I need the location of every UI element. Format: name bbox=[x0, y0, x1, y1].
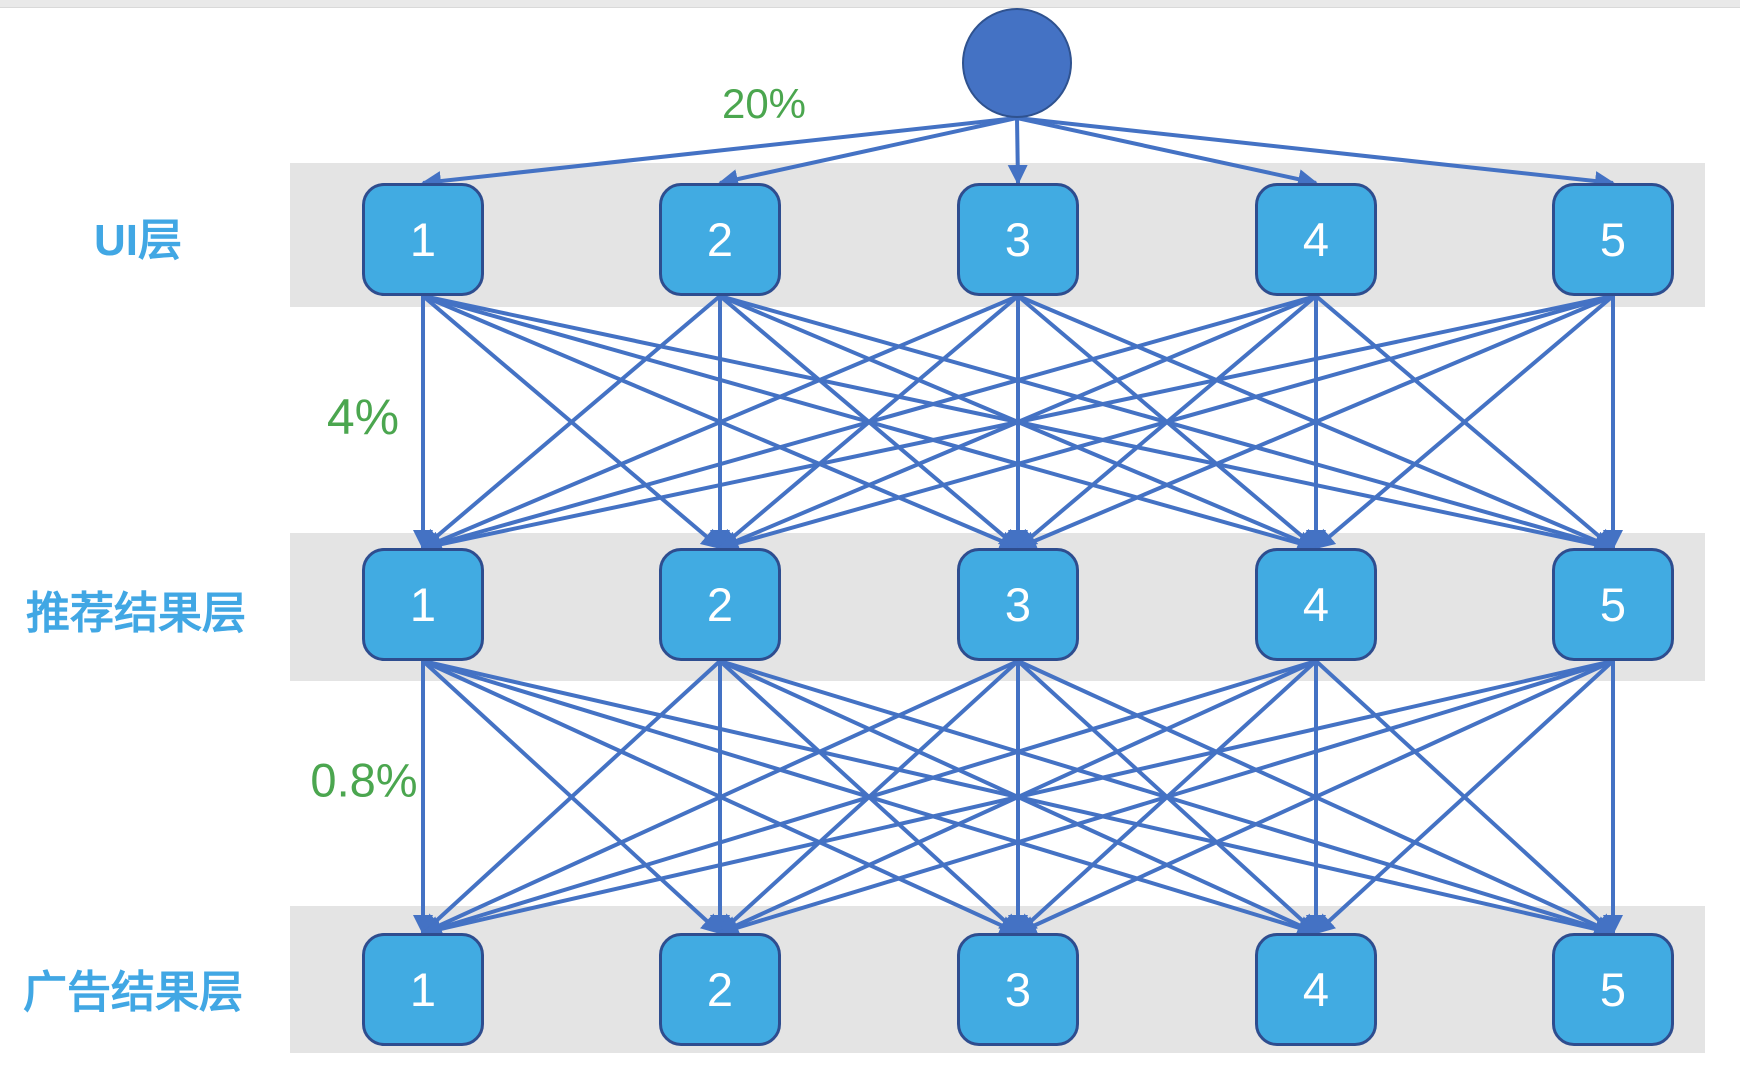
node-ads-1: 1 bbox=[362, 933, 484, 1046]
edge-root-to-ui-5 bbox=[1016, 116, 1615, 191]
edge-l0n5-to-l1n3 bbox=[1016, 294, 1614, 551]
edge-l1n3-to-l2n1 bbox=[421, 659, 1019, 935]
node-ui-1: 1 bbox=[362, 183, 484, 296]
node-ads-5: 5 bbox=[1552, 933, 1674, 1046]
edge-l1n5-to-l2n3 bbox=[1016, 659, 1614, 935]
layer-label-ui: UI层 bbox=[94, 216, 182, 265]
edge-l0n5-to-l1n2 bbox=[718, 294, 1614, 553]
rate-label-recommend-to-ads: 0.8% bbox=[310, 753, 418, 807]
rate-label-ui-to-recommend: 4% bbox=[326, 389, 400, 445]
node-recommend-4: 4 bbox=[1255, 548, 1377, 661]
edge-l0n2-to-l1n1 bbox=[421, 294, 722, 550]
node-recommend-2: 2 bbox=[659, 548, 781, 661]
node-ui-3: 3 bbox=[957, 183, 1079, 296]
node-ui-2: 2 bbox=[659, 183, 781, 296]
edge-l1n2-to-l2n1 bbox=[421, 659, 722, 935]
edge-l1n5-to-l2n1 bbox=[421, 659, 1614, 939]
layer-label-recommend: 推荐结果层 bbox=[26, 589, 246, 638]
layer-label-ads: 广告结果层 bbox=[23, 968, 243, 1017]
node-ads-4: 4 bbox=[1255, 933, 1377, 1046]
edge-l0n5-to-l1n4 bbox=[1314, 294, 1615, 550]
rate-label-root-to-ui: 20% bbox=[721, 80, 807, 127]
node-recommend-5: 5 bbox=[1552, 548, 1674, 661]
root-node bbox=[962, 8, 1072, 118]
node-recommend-3: 3 bbox=[957, 548, 1079, 661]
edge-l0n3-to-l1n1 bbox=[421, 294, 1019, 551]
top-scrollbar-track bbox=[0, 0, 1740, 8]
edge-l0n5-to-l1n1 bbox=[421, 294, 1614, 555]
node-ads-3: 3 bbox=[957, 933, 1079, 1046]
edge-l1n4-to-l2n1 bbox=[421, 659, 1317, 938]
node-recommend-1: 1 bbox=[362, 548, 484, 661]
edge-root-to-ui-2 bbox=[718, 116, 1018, 189]
edge-l1n5-to-l2n2 bbox=[718, 659, 1614, 938]
node-ads-2: 2 bbox=[659, 933, 781, 1046]
node-ui-4: 4 bbox=[1255, 183, 1377, 296]
edge-root-to-ui-1 bbox=[421, 116, 1018, 191]
edge-root-to-ui-4 bbox=[1016, 116, 1318, 189]
edge-root-to-ui-3 bbox=[1007, 117, 1028, 185]
edge-l1n5-to-l2n4 bbox=[1314, 659, 1615, 935]
edge-l0n4-to-l1n1 bbox=[421, 294, 1317, 553]
node-ui-5: 5 bbox=[1552, 183, 1674, 296]
